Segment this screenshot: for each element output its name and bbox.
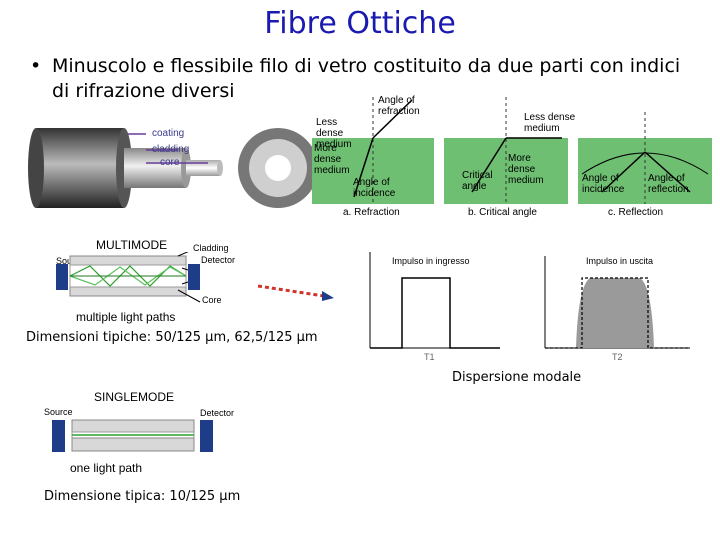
panel-a-caption: a. Refraction [343, 207, 400, 218]
page-title: Fibre Ottiche [264, 6, 456, 41]
panel-b-critical-angle: Critical angle [462, 170, 493, 192]
singlemode-paths-label: one light path [70, 461, 143, 475]
panel-a-less-dense: Less dense medium [316, 117, 352, 150]
cladding-label: cladding [152, 144, 190, 155]
singlemode-detector-label: Detector [200, 408, 235, 418]
multimode-fiber-diagram [56, 252, 201, 303]
pulse-input-label: Impulso in ingresso [392, 256, 470, 266]
panel-b-caption: b. Critical angle [468, 207, 537, 218]
multimode-heading: MULTIMODE [96, 238, 168, 252]
panel-a-more-dense: More dense medium [314, 143, 350, 176]
panel-c-angle-reflection: Angle of reflection [648, 173, 689, 195]
panel-a-angle-refraction: Angle of refraction [378, 95, 420, 117]
multimode-source [56, 264, 68, 290]
pulse-t1-label: T1 [424, 352, 435, 362]
multimode-cladding-label: Cladding [193, 243, 229, 253]
singlemode-source [52, 420, 65, 452]
input-pulse [370, 277, 500, 349]
refraction-diagram [312, 97, 712, 204]
multimode-dimensions: Dimensioni tipiche: 50/125 µm, 62,5/125 … [26, 330, 318, 345]
multimode-core-label: Core [202, 295, 222, 305]
panel-b-more-dense: More dense medium [508, 153, 544, 186]
singlemode-heading: SINGLEMODE [94, 390, 175, 404]
multimode-detector [188, 264, 200, 290]
modal-dispersion-caption: Dispersione modale [452, 370, 582, 385]
fiber-cable-illustration [28, 128, 318, 208]
singlemode-source-label: Source [44, 407, 73, 417]
coating-layer [36, 128, 124, 208]
bullet-text: Minuscolo e flessibile filo di vetro cos… [52, 55, 681, 102]
output-pulse-spread [576, 278, 654, 348]
cladding-layer [124, 148, 186, 188]
panel-c-angle-incidence: Angle of incidence [582, 173, 625, 195]
panel-c-caption: c. Reflection [608, 207, 664, 218]
panel-a-angle-incidence: Angle of incidence [353, 177, 396, 199]
core-label: core [160, 157, 180, 168]
coating-label: coating [152, 128, 185, 139]
pulse-output-label: Impulso in uscita [586, 256, 654, 266]
singlemode-fiber-diagram [52, 419, 213, 452]
singlemode-dimensions: Dimensione tipica: 10/125 µm [44, 489, 241, 504]
singlemode-detector [200, 420, 213, 452]
panel-b-less-dense: Less dense medium [524, 112, 576, 134]
multimode-paths-label: multiple light paths [76, 310, 176, 324]
pulse-t2-label: T2 [612, 352, 623, 362]
bullet-dot: • [30, 55, 42, 77]
core-layer [186, 160, 220, 176]
dashed-arrow [257, 284, 334, 301]
pulse-diagram [369, 252, 690, 349]
multimode-detector-label: Detector [201, 255, 236, 265]
